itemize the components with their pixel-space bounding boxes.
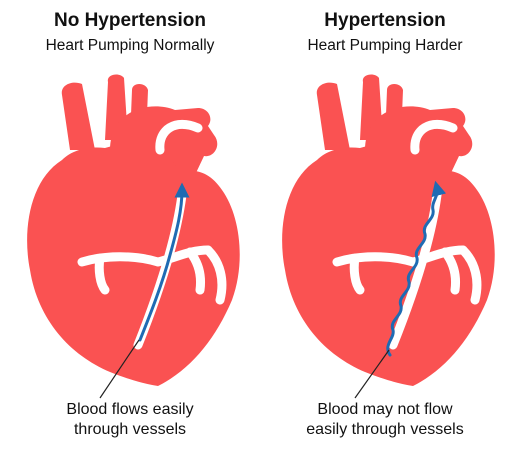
caption-restricted-line2: easily through vessels [306, 421, 464, 438]
caption-normal-flow: Blood flows easily through vessels [10, 400, 250, 440]
panel-subtitle-normal: Heart Pumping Normally [45, 37, 215, 54]
heart-vessel-right-1 [316, 82, 350, 150]
panel-subtitle-harder: Heart Pumping Harder [307, 37, 463, 54]
caption-pointer-line-left [99, 339, 140, 399]
heart-vessel-left-1 [61, 82, 95, 150]
panel-title-hypertension: Hypertension [324, 10, 446, 31]
coronary-vessel-right-right [458, 245, 482, 305]
caption-normal-line2: through vessels [73, 421, 187, 438]
caption-restricted-flow: Blood may not flow easily through vessel… [265, 400, 505, 440]
heart-hypertension-illustration [282, 74, 495, 399]
caption-restricted-line1: Blood may not flow [317, 401, 453, 418]
heart-body-left [27, 145, 240, 386]
heart-body-right [282, 145, 495, 386]
coronary-vessel-branch-left [77, 245, 213, 295]
coronary-vessel-curve-left [155, 119, 203, 155]
coronary-vessel-curve-right [410, 119, 458, 155]
coronary-vessel-branch-right [332, 245, 468, 295]
caption-pointer-line-right [354, 349, 390, 399]
heart-normal-illustration [27, 74, 240, 399]
caption-normal-line1: Blood flows easily [66, 401, 194, 418]
blood-flow-wavy-line [386, 180, 447, 357]
panel-title-no-hypertension: No Hypertension [53, 10, 207, 31]
coronary-vessel-right-left [203, 245, 227, 305]
blood-flow-straight-line [138, 182, 190, 342]
